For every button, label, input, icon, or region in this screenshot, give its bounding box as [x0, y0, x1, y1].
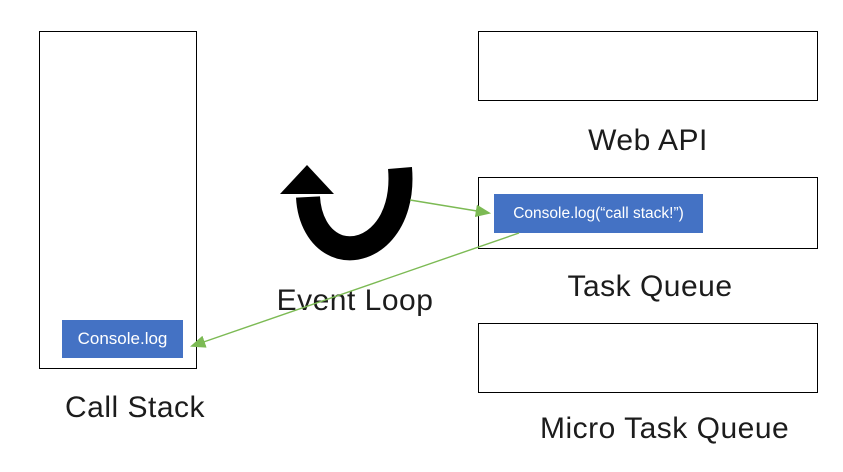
event-loop-label: Event Loop [276, 284, 434, 317]
task-queue-label: Task Queue [567, 270, 733, 303]
task-queue-item-label: Console.log(“call stack!”) [513, 204, 684, 222]
call-stack-item-console-log: Console.log [62, 320, 183, 358]
micro-task-queue-label: Micro Task Queue [540, 412, 790, 445]
web-api-label: Web API [588, 124, 708, 157]
micro-task-queue-container [478, 323, 818, 393]
call-stack-label: Call Stack [64, 391, 206, 424]
call-stack-item-label: Console.log [77, 329, 168, 348]
call-stack-container [39, 31, 197, 369]
task-queue-item-console-log: Console.log(“call stack!”) [494, 194, 703, 233]
web-api-container [478, 31, 818, 101]
event-loop-u-turn-arrow-icon [280, 165, 413, 261]
